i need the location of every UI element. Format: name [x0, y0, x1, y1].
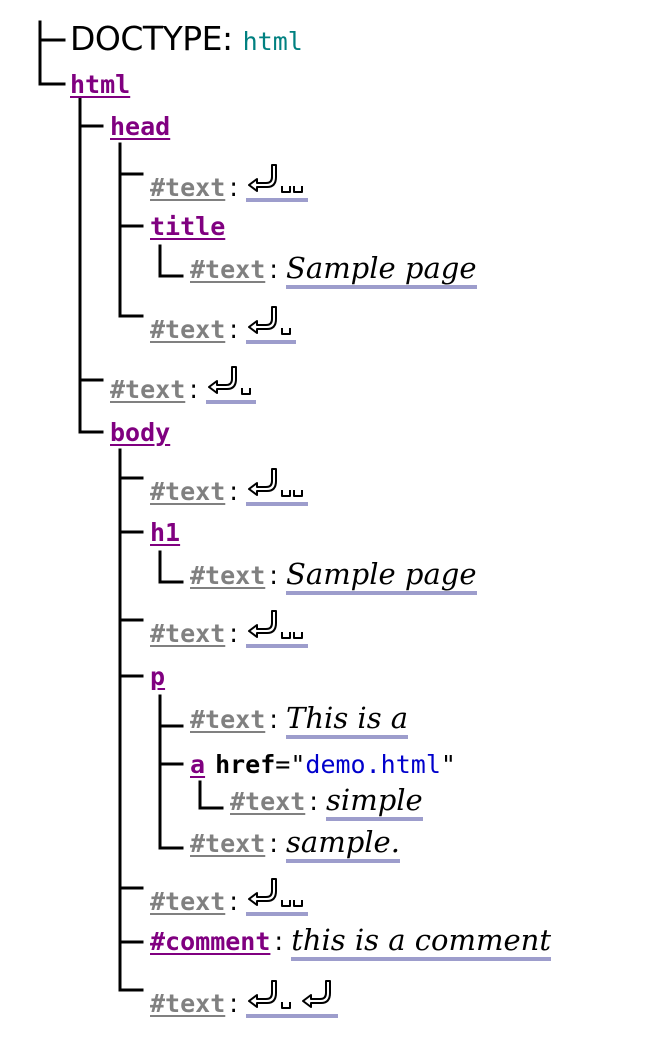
head-text-node-2: #text : — [150, 302, 297, 345]
doctype-value: html — [242, 27, 303, 56]
node-colon: : — [269, 561, 279, 591]
text-node-name[interactable]: #text — [150, 887, 226, 916]
text-node-name[interactable]: #text — [230, 787, 306, 816]
href-attribute-name: href — [215, 750, 276, 779]
whitespace-value — [246, 976, 339, 1018]
text-node-name[interactable]: #text — [190, 829, 266, 858]
text-node-name[interactable]: #text — [150, 989, 226, 1018]
h1-element-name[interactable]: h1 — [150, 518, 181, 547]
newline-space-space-icon — [248, 164, 304, 193]
whitespace-value — [246, 606, 309, 648]
p-element-name[interactable]: p — [150, 662, 166, 691]
p-element-node[interactable]: p — [150, 664, 165, 689]
p-text-node-1: #text : This is a — [190, 704, 409, 739]
doctype-node: DOCTYPE: html — [70, 22, 303, 55]
whitespace-value — [246, 302, 297, 344]
title-element-name[interactable]: title — [150, 212, 226, 241]
head-text-node-1: #text : — [150, 160, 309, 203]
doctype-label: DOCTYPE: — [70, 19, 233, 58]
text-node-name[interactable]: #text — [190, 255, 266, 284]
body-text-node-1: #text : — [150, 464, 309, 507]
body-text-node-2: #text : — [150, 606, 309, 649]
a-text-node: #text : simple — [230, 786, 423, 821]
body-text-node-4: #text : — [150, 976, 339, 1019]
text-node-value: This is a — [286, 704, 409, 739]
text-node-name[interactable]: #text — [190, 705, 266, 734]
node-colon: : — [229, 989, 239, 1019]
node-colon: : — [269, 705, 279, 735]
p-text-node-2: #text : sample. — [190, 828, 400, 863]
comment-node-value: this is a comment — [291, 926, 551, 961]
text-node-value: Sample page — [286, 560, 477, 595]
attribute-open-quote: " — [290, 750, 306, 779]
text-node-name[interactable]: #text — [110, 375, 186, 404]
newline-space-newline-icon — [248, 980, 332, 1009]
node-colon: : — [269, 255, 279, 285]
body-text-node-3: #text : — [150, 874, 309, 917]
title-text-node: #text : Sample page — [190, 254, 477, 289]
newline-space-icon — [208, 366, 252, 395]
html-text-node: #text : — [110, 362, 257, 405]
text-node-name[interactable]: #text — [150, 619, 226, 648]
text-node-value: sample. — [286, 828, 400, 863]
newline-space-space-icon — [248, 878, 304, 907]
newline-space-space-icon — [248, 610, 304, 639]
node-colon: : — [229, 315, 239, 345]
h1-text-node: #text : Sample page — [190, 560, 477, 595]
text-node-value: Sample page — [286, 254, 477, 289]
title-element-node[interactable]: title — [150, 214, 225, 239]
a-element-name[interactable]: a — [190, 750, 206, 779]
whitespace-value — [206, 362, 257, 404]
text-node-name[interactable]: #text — [150, 477, 226, 506]
body-element-node[interactable]: body — [110, 420, 170, 445]
text-node-name[interactable]: #text — [150, 173, 226, 202]
node-colon: : — [309, 787, 319, 817]
attribute-close-quote: " — [440, 750, 456, 779]
node-colon: : — [229, 477, 239, 507]
a-element-node[interactable]: a href = " demo.html " — [190, 752, 456, 777]
node-colon: : — [229, 619, 239, 649]
head-element-node[interactable]: head — [110, 114, 170, 139]
whitespace-value — [246, 874, 309, 916]
node-colon: : — [229, 887, 239, 917]
html-element-name[interactable]: html — [70, 70, 131, 99]
body-element-name[interactable]: body — [110, 418, 171, 447]
text-node-name[interactable]: #text — [150, 315, 226, 344]
whitespace-value — [246, 160, 309, 202]
comment-node: #comment : this is a comment — [150, 926, 551, 961]
head-element-name[interactable]: head — [110, 112, 171, 141]
newline-space-space-icon — [248, 468, 304, 497]
h1-element-node[interactable]: h1 — [150, 520, 180, 545]
text-node-value: simple — [326, 786, 423, 821]
node-colon: : — [189, 375, 199, 405]
node-colon: : — [229, 173, 239, 203]
attribute-equals: = — [275, 750, 291, 779]
html-element-node[interactable]: html — [70, 72, 130, 97]
href-attribute-value: demo.html — [305, 750, 441, 779]
node-colon: : — [274, 927, 284, 957]
whitespace-value — [246, 464, 309, 506]
text-node-name[interactable]: #text — [190, 561, 266, 590]
node-colon: : — [269, 829, 279, 859]
comment-node-name[interactable]: #comment — [150, 927, 271, 956]
newline-space-icon — [248, 306, 292, 335]
